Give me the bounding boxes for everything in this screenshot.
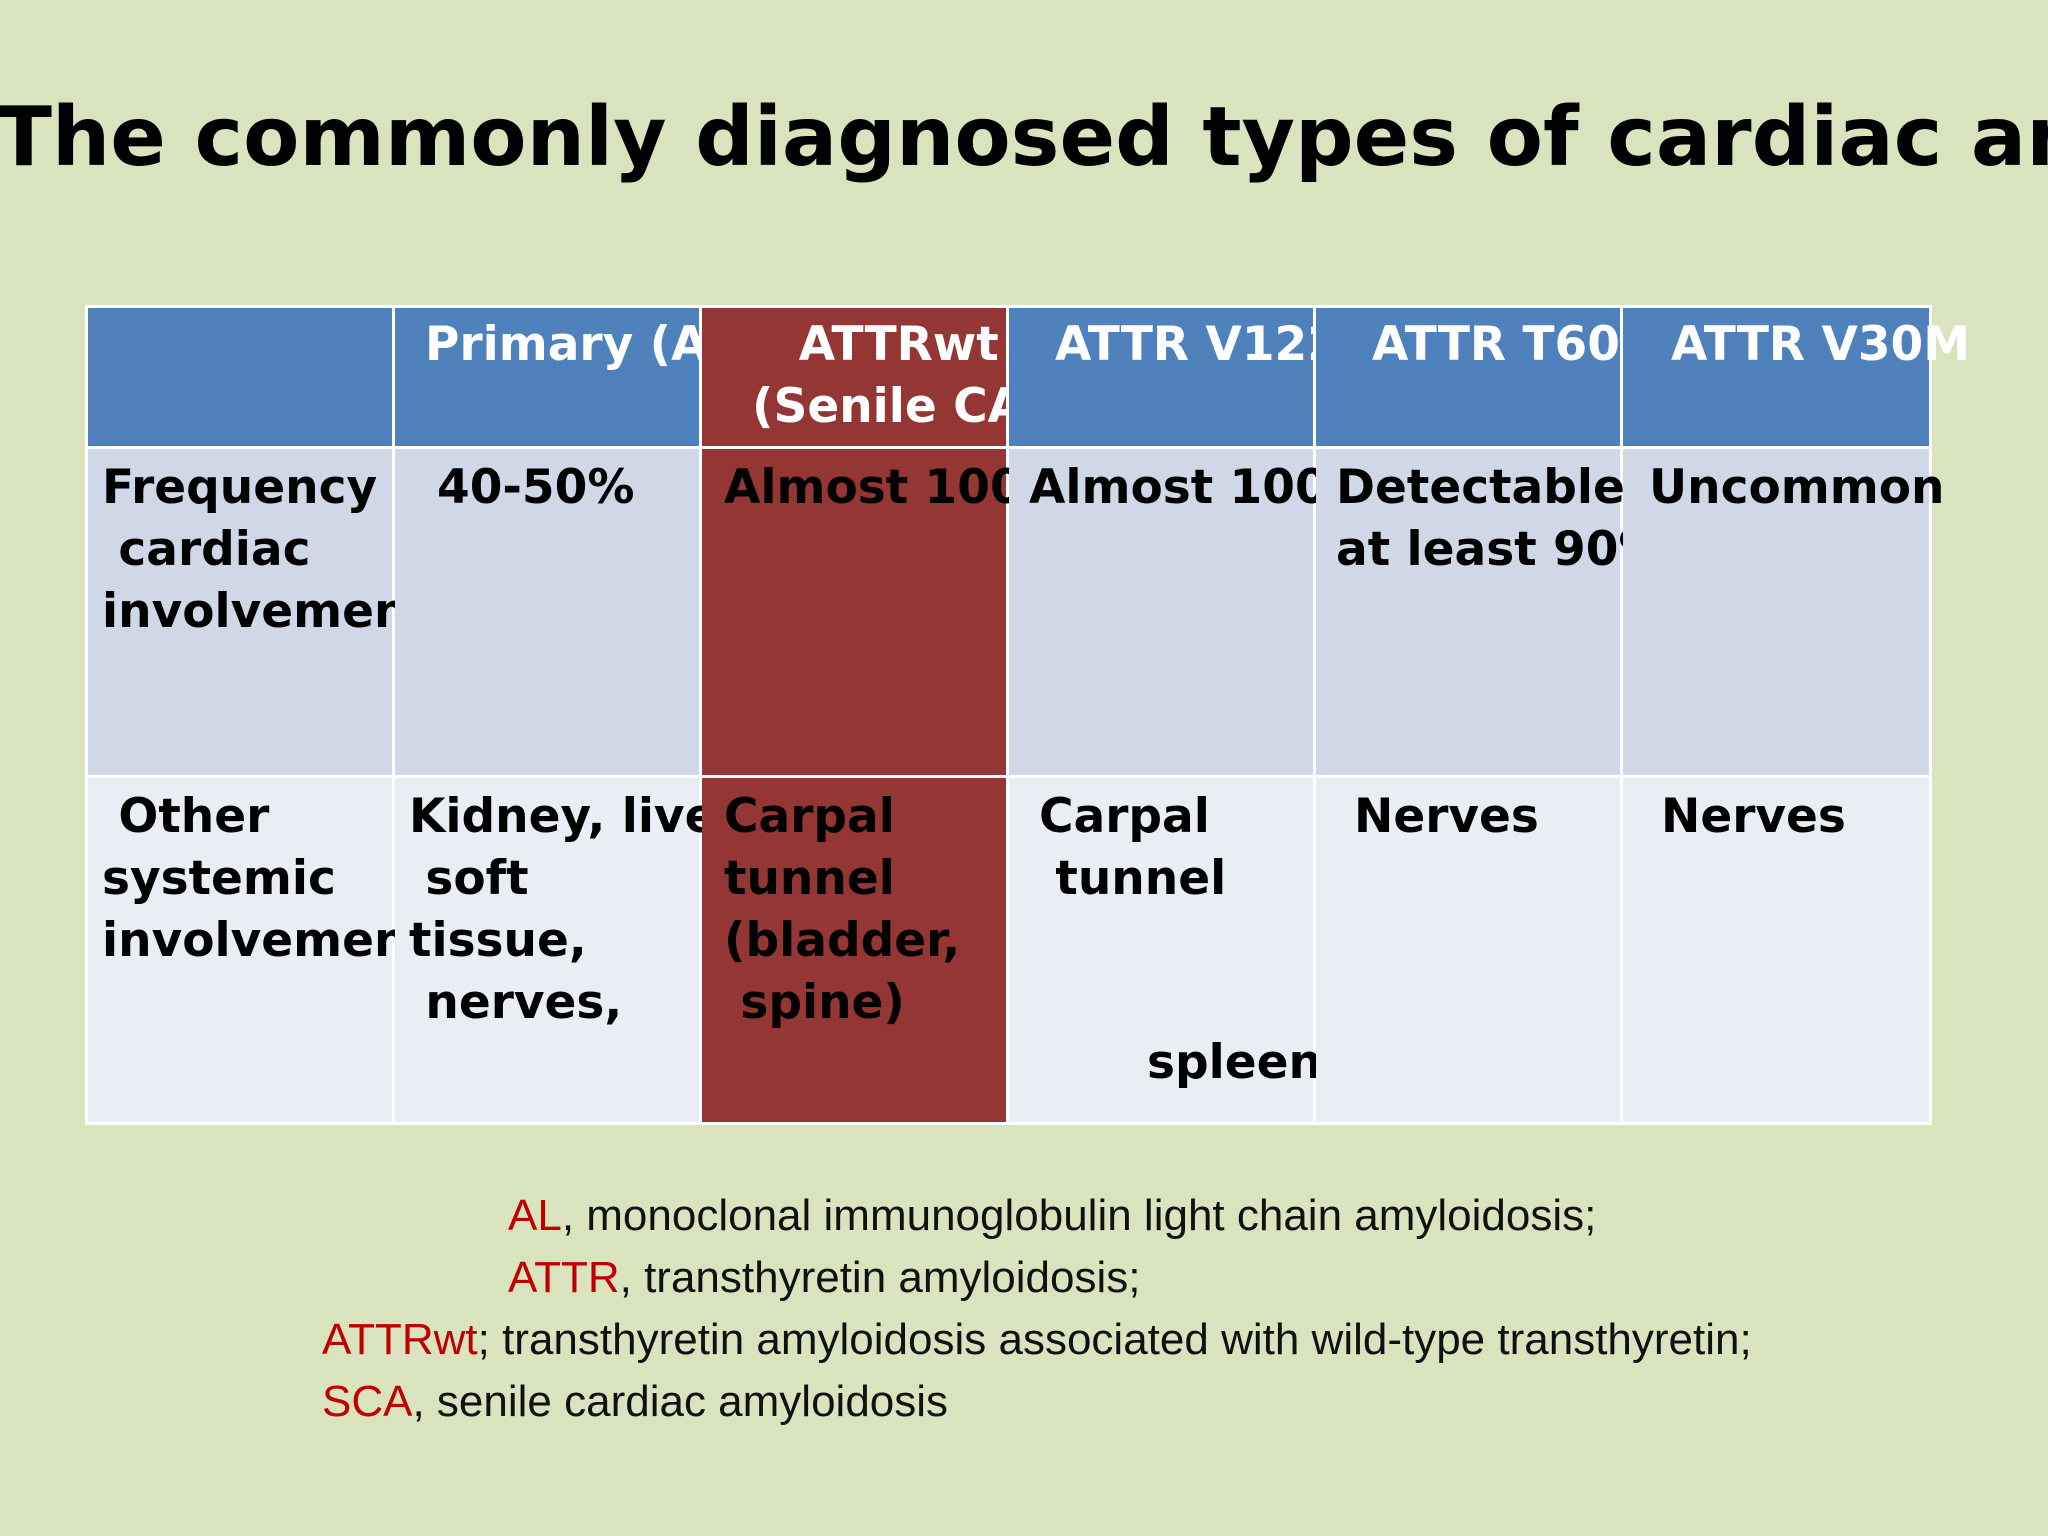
cell-frequency-v30m: Uncommon [1620,446,1944,779]
header-cell-primary-al: Primary (AL) [392,304,759,450]
footnote-text: , monoclonal immunoglobulin light chain … [561,1191,1597,1240]
footnote-text: ; transthyretin amyloidosis associated w… [477,1315,1752,1364]
header-cell-attr-t60a: ATTR T60A [1313,304,1656,450]
cell-systemic-v122i: Carpal tunnel spleen [1006,775,1322,1125]
cell-systemic-al: Kidney, liver, soft tissue, nerves, [392,775,751,1125]
cell-frequency-t60a: Detectable in at least 90% [1313,446,1691,779]
header-cell-attr-v122i: ATTR V122I [1006,304,1357,450]
table-header-row: Primary (AL) ATTRwt (Senile CA) ATTR V12… [85,304,1970,450]
header-cell-attrwt: ATTRwt (Senile CA) [699,304,1045,450]
row-label-frequency: Frequency of cardiac involvement [85,446,446,779]
header-cell-empty [85,304,395,450]
cell-systemic-t60a: Nerves [1313,775,1623,1125]
footnote-al: AL, monoclonal immunoglobulin light chai… [508,1185,1596,1247]
footnote-attrwt: ATTRwt; transthyretin amyloidosis associ… [322,1309,1752,1371]
cell-systemic-v30m: Nerves [1620,775,1932,1125]
header-cell-attr-v30m: ATTR V30M [1620,304,1970,450]
cell-systemic-v122i-spleen: spleen [1147,1035,1322,1091]
footnote-text: , transthyretin amyloidosis; [619,1253,1141,1302]
cell-systemic-attrwt: Carpal tunnel (bladder, spine) [699,775,1009,1125]
footnote-sca: SCA, senile cardiac amyloidosis [322,1371,948,1433]
table-row-frequency: Frequency of cardiac involvement 40-50% … [85,446,1944,779]
slide-title: The commonly diagnosed types of cardiac … [0,90,2048,185]
amyloidosis-table: Primary (AL) ATTRwt (Senile CA) ATTR V12… [85,304,1970,1125]
footnote-attr: ATTR, transthyretin amyloidosis; [508,1247,1141,1309]
table-row-systemic: Other systemic involvement Kidney, liver… [85,775,1932,1125]
footnote-abbr: SCA [322,1377,413,1426]
cell-frequency-v122i: Almost 100% [1006,446,1375,779]
row-label-systemic: Other systemic involvement [85,775,430,1125]
footnote-text: , senile cardiac amyloidosis [412,1377,949,1426]
cell-frequency-al: 40-50% [392,446,702,779]
footnote-abbr: ATTRwt [322,1315,478,1364]
footnote-abbr: ATTR [508,1253,620,1302]
cell-frequency-attrwt: Almost 100% [699,446,1070,779]
footnote-abbr: AL [508,1191,562,1240]
